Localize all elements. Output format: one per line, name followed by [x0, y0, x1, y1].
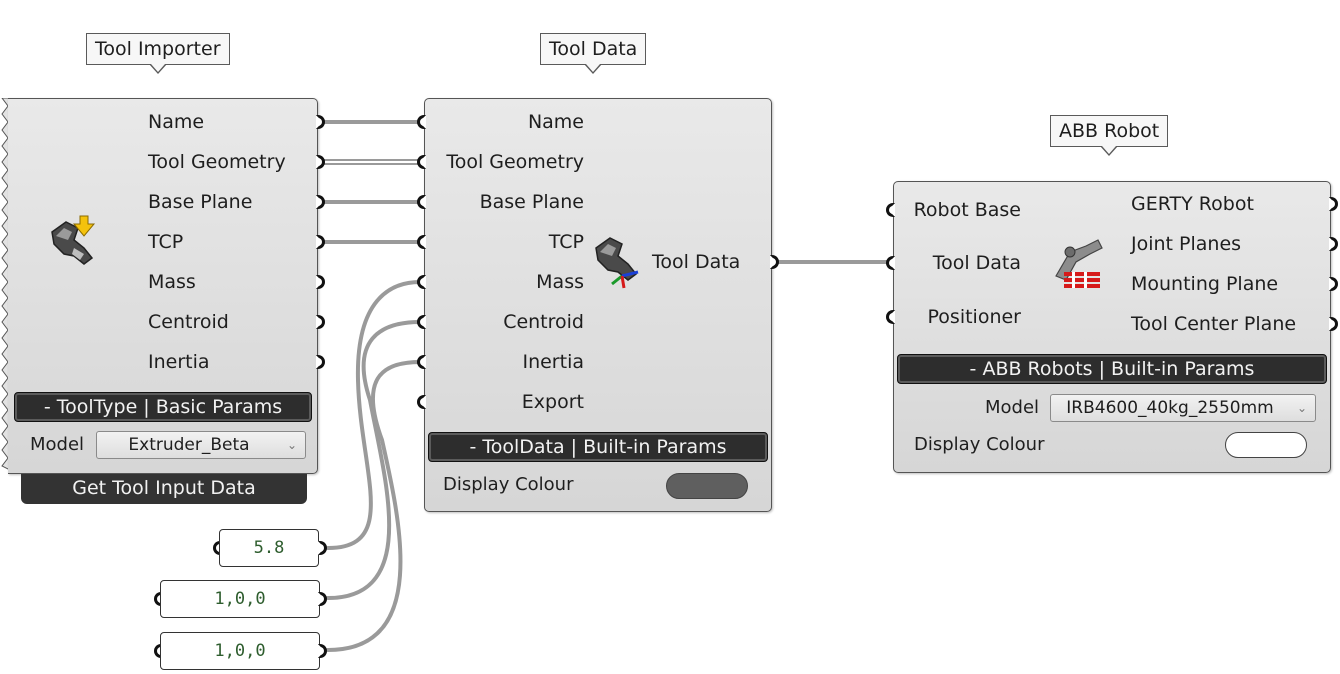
wire-inertia [326, 360, 422, 652]
tool-data-display-colour-swatch[interactable] [666, 473, 748, 499]
output-label-joint-planes: Joint Planes [1131, 233, 1242, 255]
chevron-down-icon: ⌄ [286, 438, 297, 452]
output-port-name[interactable] [316, 115, 325, 129]
output-port-tcp[interactable] [316, 235, 325, 249]
output-port-centroid[interactable] [316, 315, 325, 329]
output-label-base-plane: Base Plane [148, 191, 253, 213]
abb-robot-bubble: ABB Robot [1050, 115, 1169, 156]
input-label-name: Name [527, 111, 584, 133]
tooldata-params-button[interactable]: - ToolData | Built-in Params [428, 432, 768, 462]
panel-1-input-port[interactable] [213, 541, 222, 555]
input-port-tool-data-robot[interactable] [886, 256, 895, 270]
output-port-tool-center-plane[interactable] [1329, 317, 1338, 331]
panel-2-input-port[interactable] [154, 592, 163, 606]
output-label-tool-data: Tool Data [652, 251, 741, 273]
input-label-positioner: Positioner [927, 306, 1021, 328]
output-label-tool-center-plane: Tool Center Plane [1131, 313, 1297, 335]
input-port-tcp[interactable] [417, 235, 426, 249]
output-port-mounting-plane[interactable] [1329, 277, 1338, 291]
chevron-down-icon: ⌄ [1296, 401, 1307, 415]
output-label-tool-geometry: Tool Geometry [148, 151, 286, 173]
input-label-base-plane: Base Plane [479, 191, 584, 213]
output-port-inertia[interactable] [316, 355, 325, 369]
input-label-robot-base: Robot Base [913, 199, 1021, 221]
abb-robot-display-colour-swatch[interactable] [1225, 432, 1307, 458]
tooltype-params-button[interactable]: - ToolType | Basic Params [14, 392, 312, 422]
input-label-mass: Mass [536, 271, 584, 293]
input-port-robot-base[interactable] [886, 203, 895, 217]
wire-mass [326, 280, 422, 550]
output-port-base-plane[interactable] [316, 195, 325, 209]
output-port-tool-data[interactable] [770, 255, 779, 269]
panel-centroid-value[interactable]: 1,0,0 [160, 580, 320, 618]
input-port-positioner[interactable] [886, 310, 895, 324]
input-label-export: Export [521, 391, 584, 413]
output-port-joint-planes[interactable] [1329, 237, 1338, 251]
output-label-centroid: Centroid [148, 311, 229, 333]
output-port-mass[interactable] [316, 275, 325, 289]
tool-importer-footer: Get Tool Input Data [21, 474, 307, 504]
wire-centroid [326, 320, 422, 600]
input-label-tool-data-robot: Tool Data [932, 252, 1021, 274]
panel-3-output-port[interactable] [318, 644, 327, 658]
input-label-inertia: Inertia [522, 351, 584, 373]
tool-importer-bubble: Tool Importer [86, 33, 230, 74]
input-label-tool-geometry: Tool Geometry [446, 151, 584, 173]
output-port-gerty-robot[interactable] [1329, 197, 1338, 211]
abb-robot-component[interactable] [893, 181, 1331, 473]
output-label-gerty-robot: GERTY Robot [1131, 193, 1254, 215]
tool-data-icon [590, 232, 648, 294]
tool-data-display-colour-label: Display Colour [443, 474, 574, 495]
input-label-tcp: TCP [548, 231, 584, 253]
output-label-inertia: Inertia [148, 351, 210, 373]
input-port-base-plane[interactable] [417, 195, 426, 209]
tool-importer-model-label: Model [30, 434, 85, 455]
input-port-mass[interactable] [417, 275, 426, 289]
output-label-mass: Mass [148, 271, 196, 293]
output-label-mounting-plane: Mounting Plane [1131, 273, 1279, 295]
tool-importer-model-value: Extruder_Beta [128, 435, 250, 455]
tool-import-icon [44, 214, 104, 274]
panel-2-output-port[interactable] [318, 592, 327, 606]
input-port-tool-geometry[interactable] [417, 155, 426, 169]
panel-inertia-value[interactable]: 1,0,0 [160, 632, 320, 670]
output-label-name: Name [148, 111, 205, 133]
abb-robot-model-value: IRB4600_40kg_2550mm [1066, 398, 1274, 418]
abb-robot-model-label: Model [985, 397, 1040, 418]
input-port-centroid[interactable] [417, 315, 426, 329]
tool-data-bubble: Tool Data [540, 33, 647, 74]
abb-robot-display-colour-label: Display Colour [914, 434, 1045, 455]
output-label-tcp: TCP [148, 231, 184, 253]
abb-robot-model-select[interactable]: IRB4600_40kg_2550mm ⌄ [1050, 394, 1316, 422]
input-port-inertia[interactable] [417, 355, 426, 369]
input-port-export[interactable] [417, 395, 426, 409]
input-port-name[interactable] [417, 115, 426, 129]
abb-robot-icon [1050, 236, 1106, 294]
panel-1-output-port[interactable] [318, 541, 327, 555]
abb-robots-params-button[interactable]: - ABB Robots | Built-in Params [897, 354, 1327, 384]
panel-mass-value[interactable]: 5.8 [219, 529, 319, 567]
input-label-centroid: Centroid [503, 311, 584, 333]
tool-importer-model-select[interactable]: Extruder_Beta ⌄ [96, 431, 306, 459]
output-port-tool-geometry[interactable] [316, 155, 325, 169]
panel-3-input-port[interactable] [154, 644, 163, 658]
